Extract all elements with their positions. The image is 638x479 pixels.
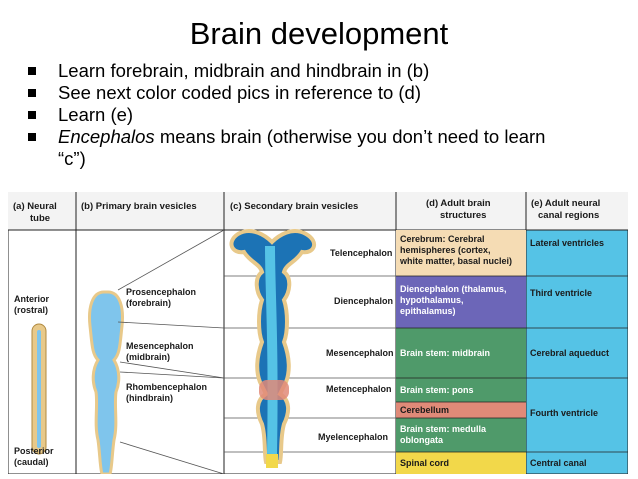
canal-column [526,230,628,474]
header-neural-tube-2: tube [30,213,50,224]
label-diencephalon-3: epithalamus) [400,306,456,316]
header-canal-regions-2: canal regions [538,210,599,221]
header-secondary-vesicles: (c) Secondary brain vesicles [230,201,358,212]
cell-diencephalon [396,276,526,328]
label-prosencephalon-2: (forebrain) [126,298,171,308]
label-diencephalon: Diencephalon (thalamus, [400,284,507,294]
label-diencephalon-secondary: Diencephalon [334,296,393,306]
cell-pons [396,378,526,402]
label-cerebrum: Cerebrum: Cerebral [400,234,485,244]
label-pons: Brain stem: pons [400,385,474,395]
bullet-text: See next color coded pics in reference t… [58,82,421,103]
bullet-text: Learn forebrain, midbrain and hindbrain … [58,60,430,81]
header-primary-vesicles: (b) Primary brain vesicles [81,201,197,212]
cell-midbrain [396,328,526,378]
header-adult-structures: (d) Adult brain [426,198,491,209]
label-third-ventricle: Third ventricle [530,288,592,298]
label-central-canal: Central canal [530,458,587,468]
bullet-item: Learn (e) [24,104,578,126]
bullet-emphasis: Encephalos [58,126,155,147]
label-cerebrum-3: white matter, basal nuclei) [399,256,512,266]
bullet-text: Learn (e) [58,104,134,125]
spinal-segment [266,454,278,468]
bullet-text: means brain (otherwise you don’t need to… [58,126,546,169]
cell-medulla [396,418,526,452]
primary-vesicles-shape [88,290,124,474]
cell-cerebellum [396,402,526,418]
bullet-list: Learn forebrain, midbrain and hindbrain … [24,60,578,170]
label-mesencephalon-primary-2: (midbrain) [126,352,170,362]
label-anterior: Anterior [14,294,50,304]
header-neural-tube: (a) Neural [13,201,57,212]
label-spinal-cord: Spinal cord [400,458,449,468]
label-mesencephalon-primary: Mesencephalon [126,341,194,351]
bullet-item: Encephalos means brain (otherwise you do… [24,126,578,170]
metencephalon-bulge [259,380,289,400]
label-cerebrum-2: hemispheres (cortex, [400,245,491,255]
brain-development-figure: (a) Neural tube (b) Primary brain vesicl… [8,192,628,474]
label-cerebral-aqueduct: Cerebral aqueduct [530,348,609,358]
label-rhombencephalon-2: (hindbrain) [126,393,173,403]
label-anterior-2: (rostral) [14,305,48,315]
cell-spinal-cord [396,452,526,474]
label-rhombencephalon: Rhombencephalon [126,382,207,392]
label-midbrain: Brain stem: midbrain [400,348,490,358]
label-telencephalon: Telencephalon [330,248,392,258]
label-posterior-2: (caudal) [14,457,49,467]
cell-cerebrum [396,230,526,276]
label-lateral-ventricles: Lateral ventricles [530,238,604,248]
bullet-item: Learn forebrain, midbrain and hindbrain … [24,60,578,82]
label-myelencephalon: Myelencephalon [318,432,388,442]
label-fourth-ventricle: Fourth ventricle [530,408,598,418]
neural-tube-canal [37,330,41,448]
label-medulla-2: oblongata [400,435,444,445]
header-canal-regions: (e) Adult neural [531,198,600,209]
slide-title: Brain development [189,16,449,51]
label-cerebellum: Cerebellum [400,405,449,415]
bullet-item: See next color coded pics in reference t… [24,82,578,104]
label-diencephalon-2: hypothalamus, [400,295,464,305]
secondary-canal [265,245,278,455]
label-prosencephalon: Prosencephalon [126,287,196,297]
label-posterior: Posterior [14,446,54,456]
label-mesencephalon-secondary: Mesencephalon [326,348,394,358]
label-metencephalon: Metencephalon [326,384,392,394]
header-adult-structures-2: structures [440,210,486,221]
label-medulla: Brain stem: medulla [400,424,487,434]
